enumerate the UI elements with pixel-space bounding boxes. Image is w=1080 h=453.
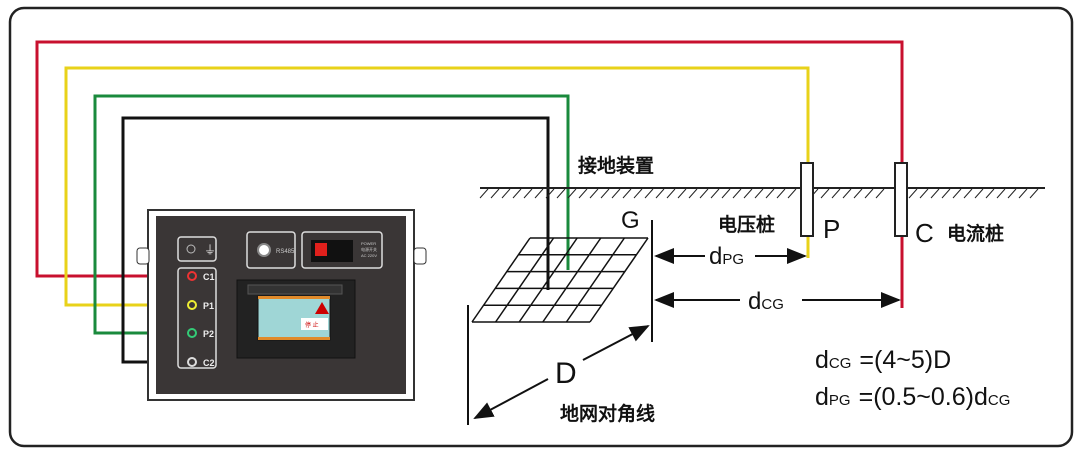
power-label: POWER <box>361 241 376 246</box>
grounding-device-label: 接地装置 <box>578 154 654 177</box>
d-arrow-right <box>582 325 650 361</box>
grid-line <box>589 237 649 323</box>
current-stake <box>894 162 908 237</box>
wire-p2 <box>93 94 570 335</box>
grid-line <box>565 237 626 323</box>
p-label: P <box>823 214 840 244</box>
wire-p1 <box>64 66 810 307</box>
d-arrow-left <box>473 378 549 419</box>
grid-diagonal-label: 地网对角线 <box>560 402 655 425</box>
terminal-c1-label: C1 <box>203 272 215 282</box>
voltage-stake <box>800 162 814 237</box>
power-switch-label: 电源开关 <box>361 246 377 252</box>
ground-grid <box>471 237 649 323</box>
terminal-p2-label: P2 <box>203 329 214 339</box>
grid-line <box>518 237 578 323</box>
c-label: C <box>915 218 934 248</box>
terminal-c2-label: C2 <box>203 358 215 368</box>
frame <box>8 6 1074 448</box>
rs485-label: RS485 <box>276 249 295 255</box>
wire-c1 <box>35 40 904 308</box>
grid-line <box>542 237 602 323</box>
dpg-label: dPG <box>709 243 744 270</box>
voltage-stake-label: 电压桩 <box>718 213 775 236</box>
stop-label: 停 止 <box>305 321 319 329</box>
ground-icon: ⏚ <box>204 243 216 257</box>
formula-dcg: dCG=(4~5)D <box>815 346 951 374</box>
d-label: D <box>555 357 577 390</box>
formula-dpg: dPG=(0.5~0.6)dCG <box>815 383 1010 411</box>
grid-line <box>471 237 531 323</box>
current-stake-label: 电流桩 <box>947 222 1004 245</box>
ground-hatch <box>479 188 1039 199</box>
voltage-label: AC 220V <box>361 253 377 258</box>
power-switch <box>315 243 327 256</box>
instrument: ⏚ C1 P1 P2 C2 RS485 POWER 电源开关 AC 220V 停… <box>136 209 427 401</box>
g-label: G <box>621 207 640 234</box>
terminal-p1-label: P1 <box>203 301 214 311</box>
wire-c2 <box>121 116 550 364</box>
dcg-label: dCG <box>748 288 784 315</box>
grid-line <box>494 237 555 323</box>
